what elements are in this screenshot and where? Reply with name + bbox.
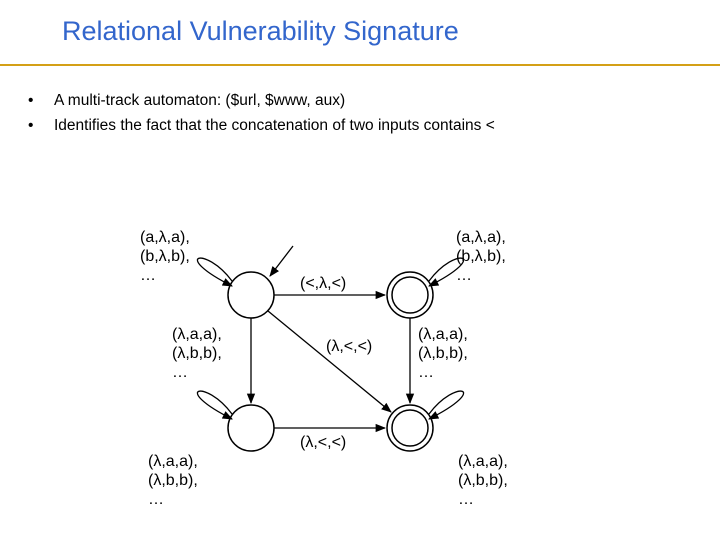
label-loop-q2: (λ,a,a), (λ,b,b), … — [148, 453, 198, 508]
state-q0 — [227, 271, 275, 319]
bullet-item: Identifies the fact that the concatenati… — [22, 113, 495, 138]
label-loop-q3: (λ,a,a), (λ,b,b), … — [458, 453, 508, 508]
label-loop-q1: (a,λ,a), (b,λ,b), … — [456, 229, 506, 284]
label-edge-q0-q1: (<,λ,<) — [300, 275, 347, 292]
label-edge-q0-q3: (λ,<,<) — [326, 338, 373, 355]
label-edge-q1-q3: (λ,a,a), (λ,b,b), … — [418, 326, 468, 381]
state-q2 — [227, 404, 275, 452]
state-q1-accepting — [386, 271, 434, 319]
slide-title: Relational Vulnerability Signature — [62, 16, 459, 46]
initial-arrow — [269, 245, 294, 277]
edge-q0-q3 — [267, 310, 392, 413]
title-divider — [0, 64, 720, 66]
bullet-item: A multi-track automaton: ($url, $www, au… — [22, 88, 495, 113]
label-edge-q2-q3: (λ,<,<) — [300, 434, 347, 451]
self-loop-q2 — [196, 390, 233, 420]
self-loop-q1 — [428, 257, 465, 287]
label-edge-q0-q2: (λ,a,a), (λ,b,b), … — [172, 326, 222, 381]
bullet-list: A multi-track automaton: ($url, $www, au… — [22, 88, 495, 138]
state-q3-accepting — [386, 404, 434, 452]
label-loop-q0: (a,λ,a), (b,λ,b), … — [140, 229, 190, 284]
self-loop-q3 — [428, 390, 465, 420]
self-loop-q0 — [196, 257, 233, 287]
